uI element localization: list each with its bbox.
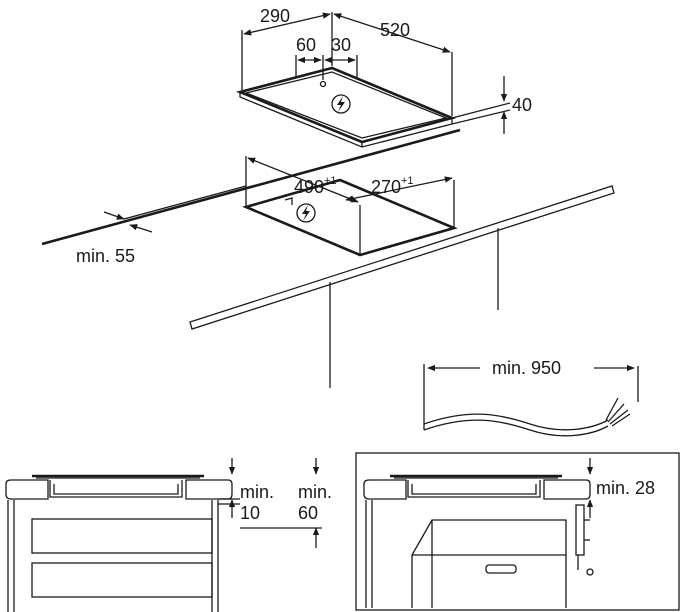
dim-cutout-490: 490	[294, 177, 324, 197]
dim-height-40: 40	[512, 95, 532, 115]
hob-plate	[235, 66, 457, 144]
gap-min28: min. 28	[596, 478, 655, 498]
dim-line-520	[333, 13, 451, 53]
dim-cutout-270: 270	[371, 177, 401, 197]
dim-width-520: 520	[380, 20, 410, 40]
connection-point	[319, 80, 327, 88]
dim-depth-290: 290	[260, 6, 290, 26]
hob-top-view: 290 520 60 30 40	[235, 6, 532, 148]
dim-cutout-270-tol: +1	[401, 175, 414, 187]
electric-hazard-icon	[331, 94, 351, 114]
dim-line-270	[345, 176, 453, 202]
dim-cable-min950: min. 950	[492, 358, 561, 378]
electric-hazard-icon-cutout	[296, 203, 316, 223]
power-cable-view: min. 950	[423, 358, 639, 437]
dim-line-490	[247, 157, 359, 203]
dim-inset-30: 30	[331, 35, 351, 55]
oven-outline	[411, 519, 567, 608]
dim-cutout-490-tol: +1	[324, 175, 337, 187]
gap-b-label: min.	[298, 482, 332, 502]
countertop-back-edge	[189, 185, 615, 330]
countertop-cutout-view: 490 +1 270 +1 min. 55	[41, 128, 615, 388]
drawer-2	[31, 562, 213, 598]
side-section-left: min. 10 min. 60	[5, 458, 332, 612]
cable-wire	[423, 413, 609, 431]
drawer-1	[31, 518, 213, 554]
hob-body-section	[49, 480, 183, 498]
gap-a-label: min.	[240, 482, 274, 502]
gap-a-value: 10	[240, 503, 260, 523]
oven-handle	[485, 564, 517, 574]
section-frame	[355, 452, 680, 611]
dim-inset-60: 60	[296, 35, 316, 55]
dim-line-290	[243, 12, 331, 36]
side-section-right: min. 28	[355, 452, 680, 611]
dim-edge-min55: min. 55	[76, 246, 135, 266]
cutout-opening	[242, 178, 458, 257]
gap-b-value: 60	[298, 503, 318, 523]
